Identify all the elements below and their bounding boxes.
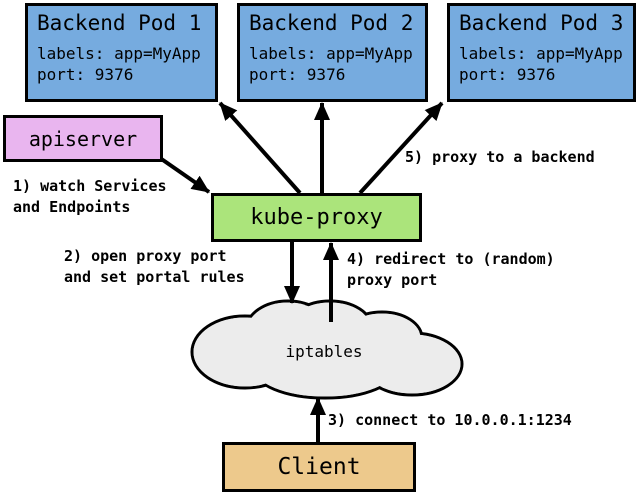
kube-proxy-box: kube-proxy <box>211 193 422 242</box>
backend-pod-2-box: Backend Pod 2 labels: app=MyApp port: 93… <box>237 3 428 102</box>
backend-pod-2-labels: labels: app=MyApp <box>249 44 413 63</box>
arrow-kubeproxy-to-pod1-icon <box>218 101 302 195</box>
annotation-step1-line2: and Endpoints <box>13 198 131 216</box>
client-label: Client <box>277 454 361 480</box>
annotation-step2: 2) open proxy port and set portal rules <box>64 246 245 288</box>
annotation-step2-line1: 2) open proxy port <box>64 247 227 265</box>
backend-pod-1-port: port: 9376 <box>37 65 134 84</box>
annotation-step4-line1: 4) redirect to (random) <box>347 250 555 268</box>
annotation-step3: 3) connect to 10.0.0.1:1234 <box>328 411 572 429</box>
annotation-step5: 5) proxy to a backend <box>405 148 595 166</box>
annotation-step2-line2: and set portal rules <box>64 268 245 286</box>
annotation-step4-line2: proxy port <box>347 271 438 289</box>
backend-pod-3-box: Backend Pod 3 labels: app=MyApp port: 93… <box>447 3 636 102</box>
apiserver-label: apiserver <box>28 126 138 151</box>
annotation-step4: 4) redirect to (random) proxy port <box>347 249 555 291</box>
backend-pod-2-title: Backend Pod 2 <box>249 11 414 35</box>
client-box: Client <box>222 442 416 492</box>
iptables-label: iptables <box>285 342 363 361</box>
backend-pod-2-port: port: 9376 <box>249 65 346 84</box>
annotation-step1: 1) watch Services and Endpoints <box>13 176 167 218</box>
annotation-step1-line1: 1) watch Services <box>13 177 167 195</box>
backend-pod-3-labels: labels: app=MyApp <box>459 44 623 63</box>
arrow-kubeproxy-to-pod3-icon <box>358 101 444 195</box>
backend-pod-3-title: Backend Pod 3 <box>459 11 624 35</box>
backend-pod-1-title: Backend Pod 1 <box>37 11 202 35</box>
backend-pod-3-port: port: 9376 <box>459 65 556 84</box>
apiserver-box: apiserver <box>3 115 163 162</box>
kube-proxy-label: kube-proxy <box>250 205 383 230</box>
backend-pod-1-labels: labels: app=MyApp <box>37 44 201 63</box>
iptables-cloud-icon <box>190 299 464 400</box>
backend-pod-1-box: Backend Pod 1 labels: app=MyApp port: 93… <box>25 3 218 102</box>
arrow-apiserver-to-kubeproxy-icon <box>158 156 211 194</box>
